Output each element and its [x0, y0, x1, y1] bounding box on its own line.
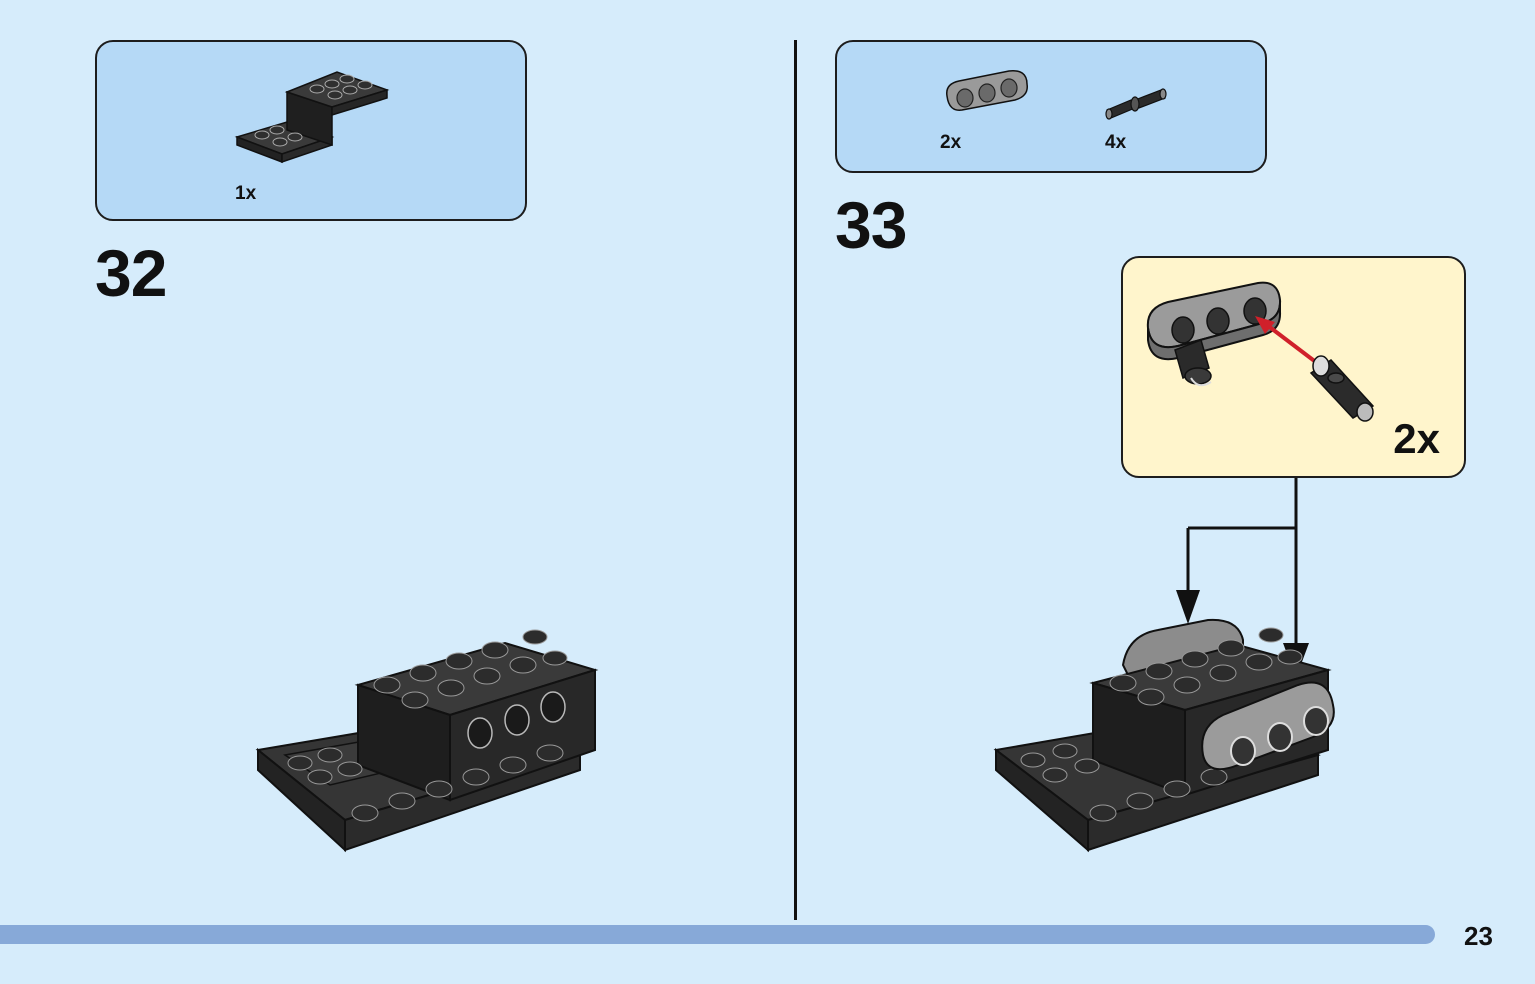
pin-into-beam-subassembly: [1146, 281, 1375, 422]
parts-callout-step-32: 1x: [95, 40, 527, 221]
page-divider: [794, 40, 797, 920]
parts-callout-step-33: 2x 4x: [835, 40, 1267, 173]
step-number-32: 32: [95, 236, 167, 310]
model-assembly-step-33: [993, 618, 1335, 853]
subassembly-callout: 2x: [1121, 256, 1466, 478]
subassembly-multiplier: 2x: [1393, 415, 1440, 462]
gray-technic-beam-3-icon: [946, 70, 1028, 111]
black-bracket-plate-icon: [234, 71, 390, 164]
page-number: 23: [1464, 921, 1493, 951]
model-assembly-step-32: [255, 629, 599, 853]
progress-bar: [0, 925, 1435, 944]
step-number-33: 33: [835, 188, 907, 262]
part-quantity: 4x: [1105, 132, 1127, 153]
part-quantity: 1x: [235, 183, 257, 204]
black-technic-pin-icon: [1105, 88, 1167, 120]
part-quantity: 2x: [940, 132, 962, 153]
